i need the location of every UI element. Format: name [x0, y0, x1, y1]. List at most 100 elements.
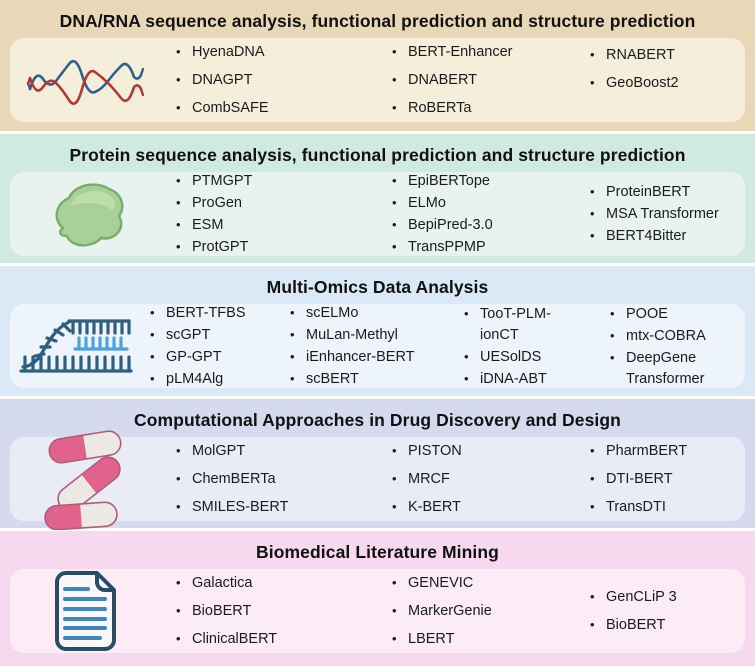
bullet-icon: •	[590, 471, 595, 486]
tool-list-item: • PTMGPT	[176, 170, 392, 192]
tool-name: DNABERT	[408, 72, 478, 88]
tool-list-item: •iDNA-ABT	[464, 368, 610, 390]
tool-name: scELMo	[306, 305, 359, 321]
tool-list-item: •DeepGene Transformer	[610, 347, 706, 390]
bullet-icon: •	[392, 100, 397, 115]
tool-list-item: •GENEVIC	[392, 569, 590, 597]
tool-list-item: • mtx-COBRA	[610, 325, 706, 347]
tool-name: ChemBERTa	[192, 471, 276, 487]
tool-name: mtx-COBRA	[626, 327, 706, 344]
tool-list-item: •DNAGPT	[176, 66, 392, 94]
bullet-icon: •	[290, 371, 295, 386]
tool-list-item: •BERT-TFBS	[150, 302, 290, 324]
tool-name: TransPPMP	[408, 239, 486, 255]
tool-list-item: •GenCLiP 3	[590, 583, 677, 611]
bullet-icon: •	[150, 305, 155, 320]
tool-name: TooT-PLM- ionCT	[480, 305, 551, 343]
tool-name: MSA Transformer	[606, 206, 719, 222]
dna-helix-icon	[10, 38, 160, 122]
tool-list-item: •BioBERT	[590, 611, 677, 639]
bullet-icon: •	[176, 72, 181, 87]
bullet-icon: •	[392, 443, 397, 458]
tool-column: •EpiBERTope•ELMo•BepiPred-3.0•TransPPMP	[392, 172, 590, 256]
tool-list-item: •TooT-PLM- ionCT	[464, 303, 610, 346]
bullet-icon: •	[590, 443, 595, 458]
section-multi-omics: Multi-Omics Data Analysis •BERT-TFBS•scG…	[0, 266, 755, 396]
tool-column: •GENEVIC•MarkerGenie•LBERT	[392, 569, 590, 653]
bullet-icon: •	[150, 327, 155, 342]
section-title: Protein sequence analysis, functional pr…	[69, 145, 686, 165]
bullet-icon: •	[392, 72, 397, 87]
bullet-icon: •	[590, 206, 595, 221]
tool-name: BERT4Bitter	[606, 228, 687, 244]
tool-name: BERT-Enhancer	[408, 44, 513, 60]
tool-name: SMILES-BERT	[192, 499, 289, 515]
bullet-icon: •	[590, 228, 595, 243]
tool-column: •PISTON•MRCF • K-BERT	[392, 437, 590, 521]
tool-name: TransDTI	[606, 499, 666, 515]
tool-name: DeepGene Transformer	[626, 349, 705, 387]
bullet-icon: •	[590, 75, 595, 90]
tool-name: MarkerGenie	[408, 603, 492, 619]
bullet-icon: •	[176, 443, 181, 458]
tool-list-item: • DNABERT	[392, 66, 590, 94]
section-panel: •PTMGPT•ProGen•ESM•ProtGPT•EpiBERTope•EL…	[10, 172, 745, 256]
bullet-icon: •	[176, 603, 181, 618]
bullet-icon: •	[290, 305, 295, 320]
tool-columns: •MolGPT•ChemBERTa•SMILES-BERT•PISTON•MRC…	[160, 437, 745, 521]
tool-name: MuLan-Methyl	[306, 327, 398, 343]
tool-column: •Galactica•BioBERT•ClinicalBERT	[176, 569, 392, 653]
bullet-icon: •	[392, 44, 397, 59]
tool-column: • ProteinBERT • MSA Transformer • BERT4Bitter	[590, 172, 719, 256]
bullet-icon: •	[290, 349, 295, 364]
tool-list-item: • MSA Transformer	[590, 203, 719, 225]
bullet-icon: •	[150, 349, 155, 364]
tool-list-item: •MuLan-Methyl	[290, 324, 464, 346]
tool-column: •GenCLiP 3•BioBERT	[590, 569, 677, 653]
tool-columns: •HyenaDNA•DNAGPT•CombSAFE•BERT-Enhancer•…	[160, 38, 745, 122]
tool-list-item: •SMILES-BERT	[176, 493, 392, 521]
tool-list-item: •GeoBoost2	[590, 69, 679, 97]
bullet-icon: •	[176, 100, 181, 115]
bullet-icon: •	[392, 173, 397, 188]
section-literature-mining: Biomedical Literature Mining •Galactica•…	[0, 531, 755, 666]
tool-columns: •Galactica•BioBERT•ClinicalBERT•GENEVIC•…	[160, 569, 745, 653]
tool-name: pLM4Alg	[166, 371, 224, 387]
tool-name: RoBERTa	[408, 100, 472, 116]
tool-column: •TooT-PLM- ionCT•UESolDS•iDNA-ABT	[464, 304, 610, 388]
tool-name: PTMGPT	[192, 173, 253, 189]
tool-name: ProteinBERT	[606, 184, 691, 200]
tool-list-item: • RoBERTa	[392, 94, 590, 122]
tool-name: GP-GPT	[166, 349, 222, 365]
tool-list-item: •ProtGPT	[176, 236, 392, 258]
tool-list-item: • BERT-Enhancer	[392, 38, 590, 66]
tool-name: UESolDS	[480, 348, 542, 365]
tool-name: ProGen	[192, 195, 242, 211]
tool-name: BioBERT	[192, 603, 252, 619]
tool-column: •PharmBERT•DTI-BERT•TransDTI	[590, 437, 687, 521]
tool-name: POOE	[626, 305, 668, 322]
pills-icon	[10, 430, 160, 530]
tool-list-item: • GP-GPT	[150, 346, 290, 368]
protein-blob-icon	[10, 172, 160, 256]
bullet-icon: •	[176, 173, 181, 188]
tool-list-item: •MRCF	[392, 465, 590, 493]
bullet-icon: •	[590, 47, 595, 62]
bullet-icon: •	[610, 327, 615, 343]
bullet-icon: •	[464, 370, 469, 386]
bullet-icon: •	[150, 371, 155, 386]
tool-name: K-BERT	[408, 499, 461, 515]
bullet-icon: •	[464, 348, 469, 364]
tool-name: DTI-BERT	[606, 471, 673, 487]
bullet-icon: •	[590, 184, 595, 199]
tool-list-item: •MolGPT	[176, 437, 392, 465]
bullet-icon: •	[176, 195, 181, 210]
tool-column: • POOE • mtx-COBRA•DeepGene Transformer	[610, 304, 706, 388]
tool-list-item: •LBERT	[392, 625, 590, 653]
tool-list-item: •ELMo	[392, 192, 590, 214]
tool-name: HyenaDNA	[192, 44, 265, 60]
tool-list-item: •PISTON	[392, 437, 590, 465]
section-title: Computational Approaches in Drug Discove…	[134, 410, 621, 430]
tool-name: ESM	[192, 217, 224, 233]
tool-name: RNABERT	[606, 47, 676, 63]
